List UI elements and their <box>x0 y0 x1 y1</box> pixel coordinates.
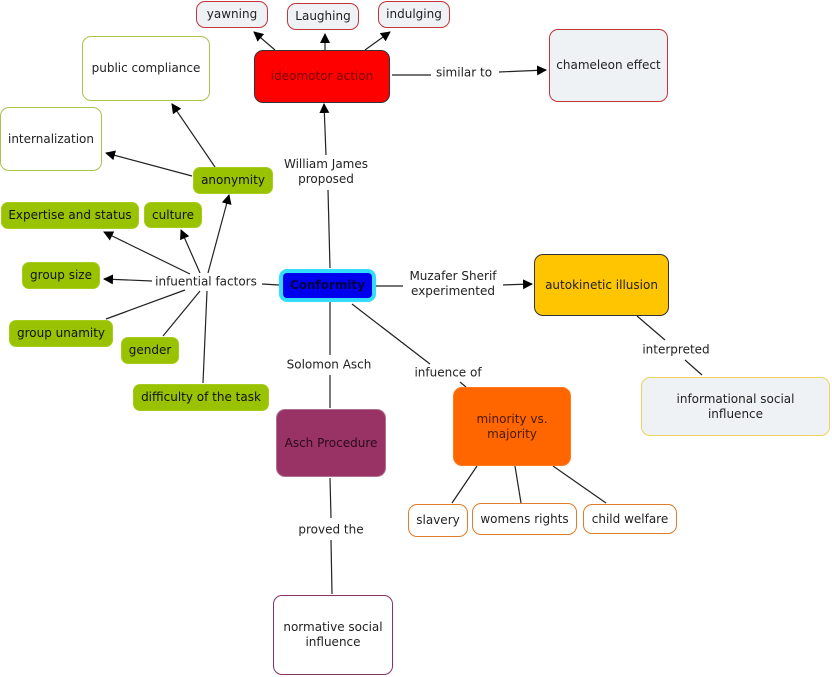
node-chameleon-effect[interactable]: chameleon effect <box>549 29 668 102</box>
node-laughing-label: Laughing <box>295 9 351 23</box>
node-chameleon-effect-label: chameleon effect <box>556 58 661 72</box>
node-yawning-label: yawning <box>206 7 258 21</box>
node-public-compliance[interactable]: public compliance <box>82 36 210 101</box>
node-laughing[interactable]: Laughing <box>287 3 359 30</box>
edge-ideomotor-yawning <box>253 31 276 51</box>
node-ideomotor-action-label: ideomotor action <box>270 69 374 83</box>
node-expertise-and-status-label: Expertise and status <box>8 208 132 222</box>
edge-factors-anonymity <box>207 194 232 274</box>
node-ideomotor-action[interactable]: ideomotor action <box>254 50 390 103</box>
edge-factors-expertise <box>103 231 191 275</box>
edge-anonymity-internalization <box>105 150 193 177</box>
node-group-unamity[interactable]: group unamity <box>9 320 113 347</box>
link-muzafer-sherif-experimented[interactable]: Muzafer Sherif experimented <box>403 269 503 299</box>
node-anonymity-label: anonymity <box>201 173 265 187</box>
node-indulging-label: indulging <box>386 7 442 21</box>
node-conformity-label: Conformity <box>289 278 366 292</box>
node-difficulty-of-the-task[interactable]: difficulty of the task <box>133 384 269 411</box>
node-womens-rights[interactable]: womens rights <box>472 503 577 535</box>
node-slavery-label: slavery <box>416 513 460 527</box>
node-minority-vs-majority-label: minority vs. majority <box>476 411 548 441</box>
node-slavery[interactable]: slavery <box>408 504 468 537</box>
link-william-james-proposed[interactable]: William James proposed <box>276 157 376 187</box>
edge-similar-chameleon <box>498 65 547 76</box>
node-expertise-and-status[interactable]: Expertise and status <box>1 202 139 229</box>
node-yawning[interactable]: yawning <box>196 1 268 28</box>
edge-proved-normative <box>330 539 333 595</box>
edge-factors-unamity <box>105 289 186 320</box>
node-conformity[interactable]: Conformity <box>279 269 376 302</box>
edge-factors-difficulty <box>202 290 208 384</box>
edge-sherif-autokinetic <box>500 279 533 290</box>
link-solomon-asch[interactable]: Solomon Asch <box>284 357 374 373</box>
edge-minority-slavery <box>451 465 478 504</box>
node-public-compliance-label: public compliance <box>91 61 201 75</box>
link-similar-to[interactable]: similar to <box>433 65 495 81</box>
edge-conformity-william-james <box>327 189 331 269</box>
node-internalization-label: internalization <box>7 131 94 146</box>
edge-asch-proved <box>329 477 332 519</box>
node-autokinetic-illusion[interactable]: autokinetic illusion <box>534 254 669 316</box>
node-womens-rights-label: womens rights <box>480 511 569 526</box>
node-culture-label: culture <box>152 207 194 222</box>
edge-ideomotor-indulging <box>364 31 391 51</box>
edge-conformity-influence <box>351 303 431 365</box>
node-asch-procedure[interactable]: Asch Procedure <box>276 409 386 477</box>
edge-william-james-ideomotor <box>319 103 330 156</box>
node-normative-social-influence-label: normative social influence <box>283 620 383 649</box>
node-asch-procedure-label: Asch Procedure <box>284 435 378 450</box>
node-informational-social-influence-label: informational social influence <box>676 391 795 421</box>
edge-minority-womens <box>514 465 522 504</box>
node-autokinetic-illusion-label: autokinetic illusion <box>545 277 658 292</box>
edge-conformity-factors <box>261 283 280 286</box>
node-group-size[interactable]: group size <box>22 262 100 289</box>
edge-anonymity-public <box>171 103 216 168</box>
edge-minority-child <box>552 465 607 504</box>
node-culture[interactable]: culture <box>144 202 202 228</box>
node-group-size-label: group size <box>30 268 92 282</box>
node-gender-label: gender <box>128 343 172 357</box>
node-indulging[interactable]: indulging <box>378 1 450 28</box>
node-anonymity[interactable]: anonymity <box>193 167 273 194</box>
edge-influence-minority <box>459 381 467 388</box>
edge-factors-gender <box>162 290 201 337</box>
node-normative-social-influence[interactable]: normative social influence <box>273 595 393 675</box>
link-interpreted[interactable]: interpreted <box>640 342 712 358</box>
edge-autokinetic-interpreted <box>636 315 666 341</box>
node-internalization[interactable]: internalization <box>0 107 102 171</box>
node-child-welfare-label: child welfare <box>591 511 669 526</box>
link-influential-factors[interactable]: infuential factors <box>153 274 259 290</box>
edge-factors-culture <box>180 229 201 274</box>
node-gender[interactable]: gender <box>121 337 179 364</box>
node-child-welfare[interactable]: child welfare <box>583 504 677 534</box>
node-minority-vs-majority[interactable]: minority vs. majority <box>453 387 571 466</box>
edge-interpreted-informational <box>684 359 703 376</box>
node-informational-social-influence[interactable]: informational social influence <box>641 377 830 436</box>
node-difficulty-of-the-task-label: difficulty of the task <box>141 390 261 404</box>
link-influence-of[interactable]: infuence of <box>412 365 484 381</box>
node-group-unamity-label: group unamity <box>16 326 106 340</box>
edge-factors-groupsize <box>103 274 153 285</box>
link-proved-the[interactable]: proved the <box>296 522 366 538</box>
